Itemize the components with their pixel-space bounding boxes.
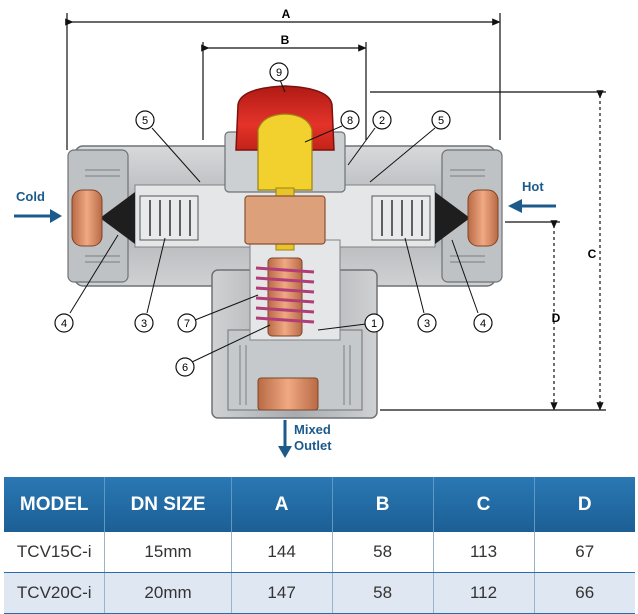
- header-d: D: [534, 477, 635, 532]
- spring: [255, 266, 315, 324]
- cold-label: Cold: [16, 189, 45, 204]
- left-inlet-pipe: [71, 189, 103, 247]
- mixed-outlet-arrow: Mixed Outlet: [278, 420, 332, 458]
- callout-2: 2: [347, 110, 392, 166]
- callout-5-right: 5: [369, 110, 451, 183]
- cell-dn-size: 15mm: [104, 532, 232, 573]
- cell-a: 147: [231, 572, 333, 614]
- callout-3-right: 3: [404, 237, 437, 333]
- cell-c: 112: [433, 572, 535, 614]
- header-a: A: [231, 477, 333, 532]
- svg-text:4: 4: [61, 318, 67, 330]
- callout-8: 8: [304, 110, 360, 143]
- brass-spindle: [257, 113, 313, 191]
- mixed-label: Mixed: [294, 422, 331, 437]
- cell-model: TCV15C-i: [4, 532, 106, 573]
- cell-dn-size: 20mm: [104, 572, 232, 614]
- table-row: TCV15C-i 15mm 144 58 113 67: [4, 532, 635, 573]
- callout-1: 1: [317, 313, 384, 333]
- header-b: B: [332, 477, 434, 532]
- callout-4-right: 4: [451, 239, 493, 333]
- svg-text:5: 5: [438, 115, 444, 127]
- svg-text:1: 1: [371, 318, 377, 330]
- table-header-row: MODEL DN SIZE A B C D: [4, 477, 635, 532]
- svg-text:5: 5: [142, 115, 148, 127]
- left-check-valve: [139, 195, 199, 241]
- svg-text:7: 7: [184, 318, 190, 330]
- cell-c: 113: [433, 532, 535, 573]
- header-c: C: [433, 477, 535, 532]
- dimension-c: C: [370, 90, 606, 411]
- table-row: TCV20C-i 20mm 147 58 112 66: [4, 572, 635, 614]
- callout-7: 7: [177, 294, 259, 333]
- cell-model: TCV20C-i: [4, 572, 106, 614]
- svg-text:8: 8: [347, 115, 353, 127]
- cell-b: 58: [332, 572, 434, 614]
- thermostat-element: [267, 257, 303, 337]
- valve-diagram: A B C D: [14, 7, 606, 458]
- hot-label: Hot: [522, 179, 544, 194]
- left-cone: [100, 192, 135, 244]
- dimension-d-label: D: [552, 311, 561, 325]
- cell-a: 144: [231, 532, 333, 573]
- dimension-d: D: [505, 220, 561, 411]
- callout-5-left: 5: [135, 110, 201, 183]
- dimension-b: B: [201, 33, 367, 140]
- svg-text:4: 4: [480, 318, 486, 330]
- dimension-a-label: A: [282, 7, 291, 21]
- cold-inlet-arrow: Cold: [14, 189, 62, 223]
- outlet-label: Outlet: [294, 438, 332, 453]
- svg-text:2: 2: [379, 115, 385, 127]
- svg-text:9: 9: [276, 67, 282, 79]
- right-inlet-pipe: [467, 189, 499, 247]
- svg-text:3: 3: [141, 318, 147, 330]
- header-dn-size: DN SIZE: [104, 477, 232, 532]
- dimension-c-label: C: [588, 247, 597, 261]
- svg-text:6: 6: [182, 362, 188, 374]
- svg-text:3: 3: [424, 318, 430, 330]
- cell-d: 66: [534, 572, 635, 614]
- cell-d: 67: [534, 532, 635, 573]
- callout-3-left: 3: [134, 237, 166, 333]
- cell-b: 58: [332, 532, 434, 573]
- copper-shuttle: [244, 195, 326, 245]
- callout-9: 9: [269, 62, 289, 93]
- dimension-a: A: [65, 7, 501, 150]
- right-cone: [435, 192, 470, 244]
- header-model: MODEL: [4, 477, 106, 532]
- callout-4-left: 4: [54, 234, 119, 333]
- hot-inlet-arrow: Hot: [508, 179, 556, 213]
- right-check-valve: [371, 195, 431, 241]
- callout-6: 6: [175, 324, 271, 377]
- dimension-b-label: B: [281, 33, 290, 47]
- dimension-table: MODEL DN SIZE A B C D TCV15C-i 15mm 144 …: [4, 477, 635, 614]
- outlet-pipe: [257, 377, 319, 411]
